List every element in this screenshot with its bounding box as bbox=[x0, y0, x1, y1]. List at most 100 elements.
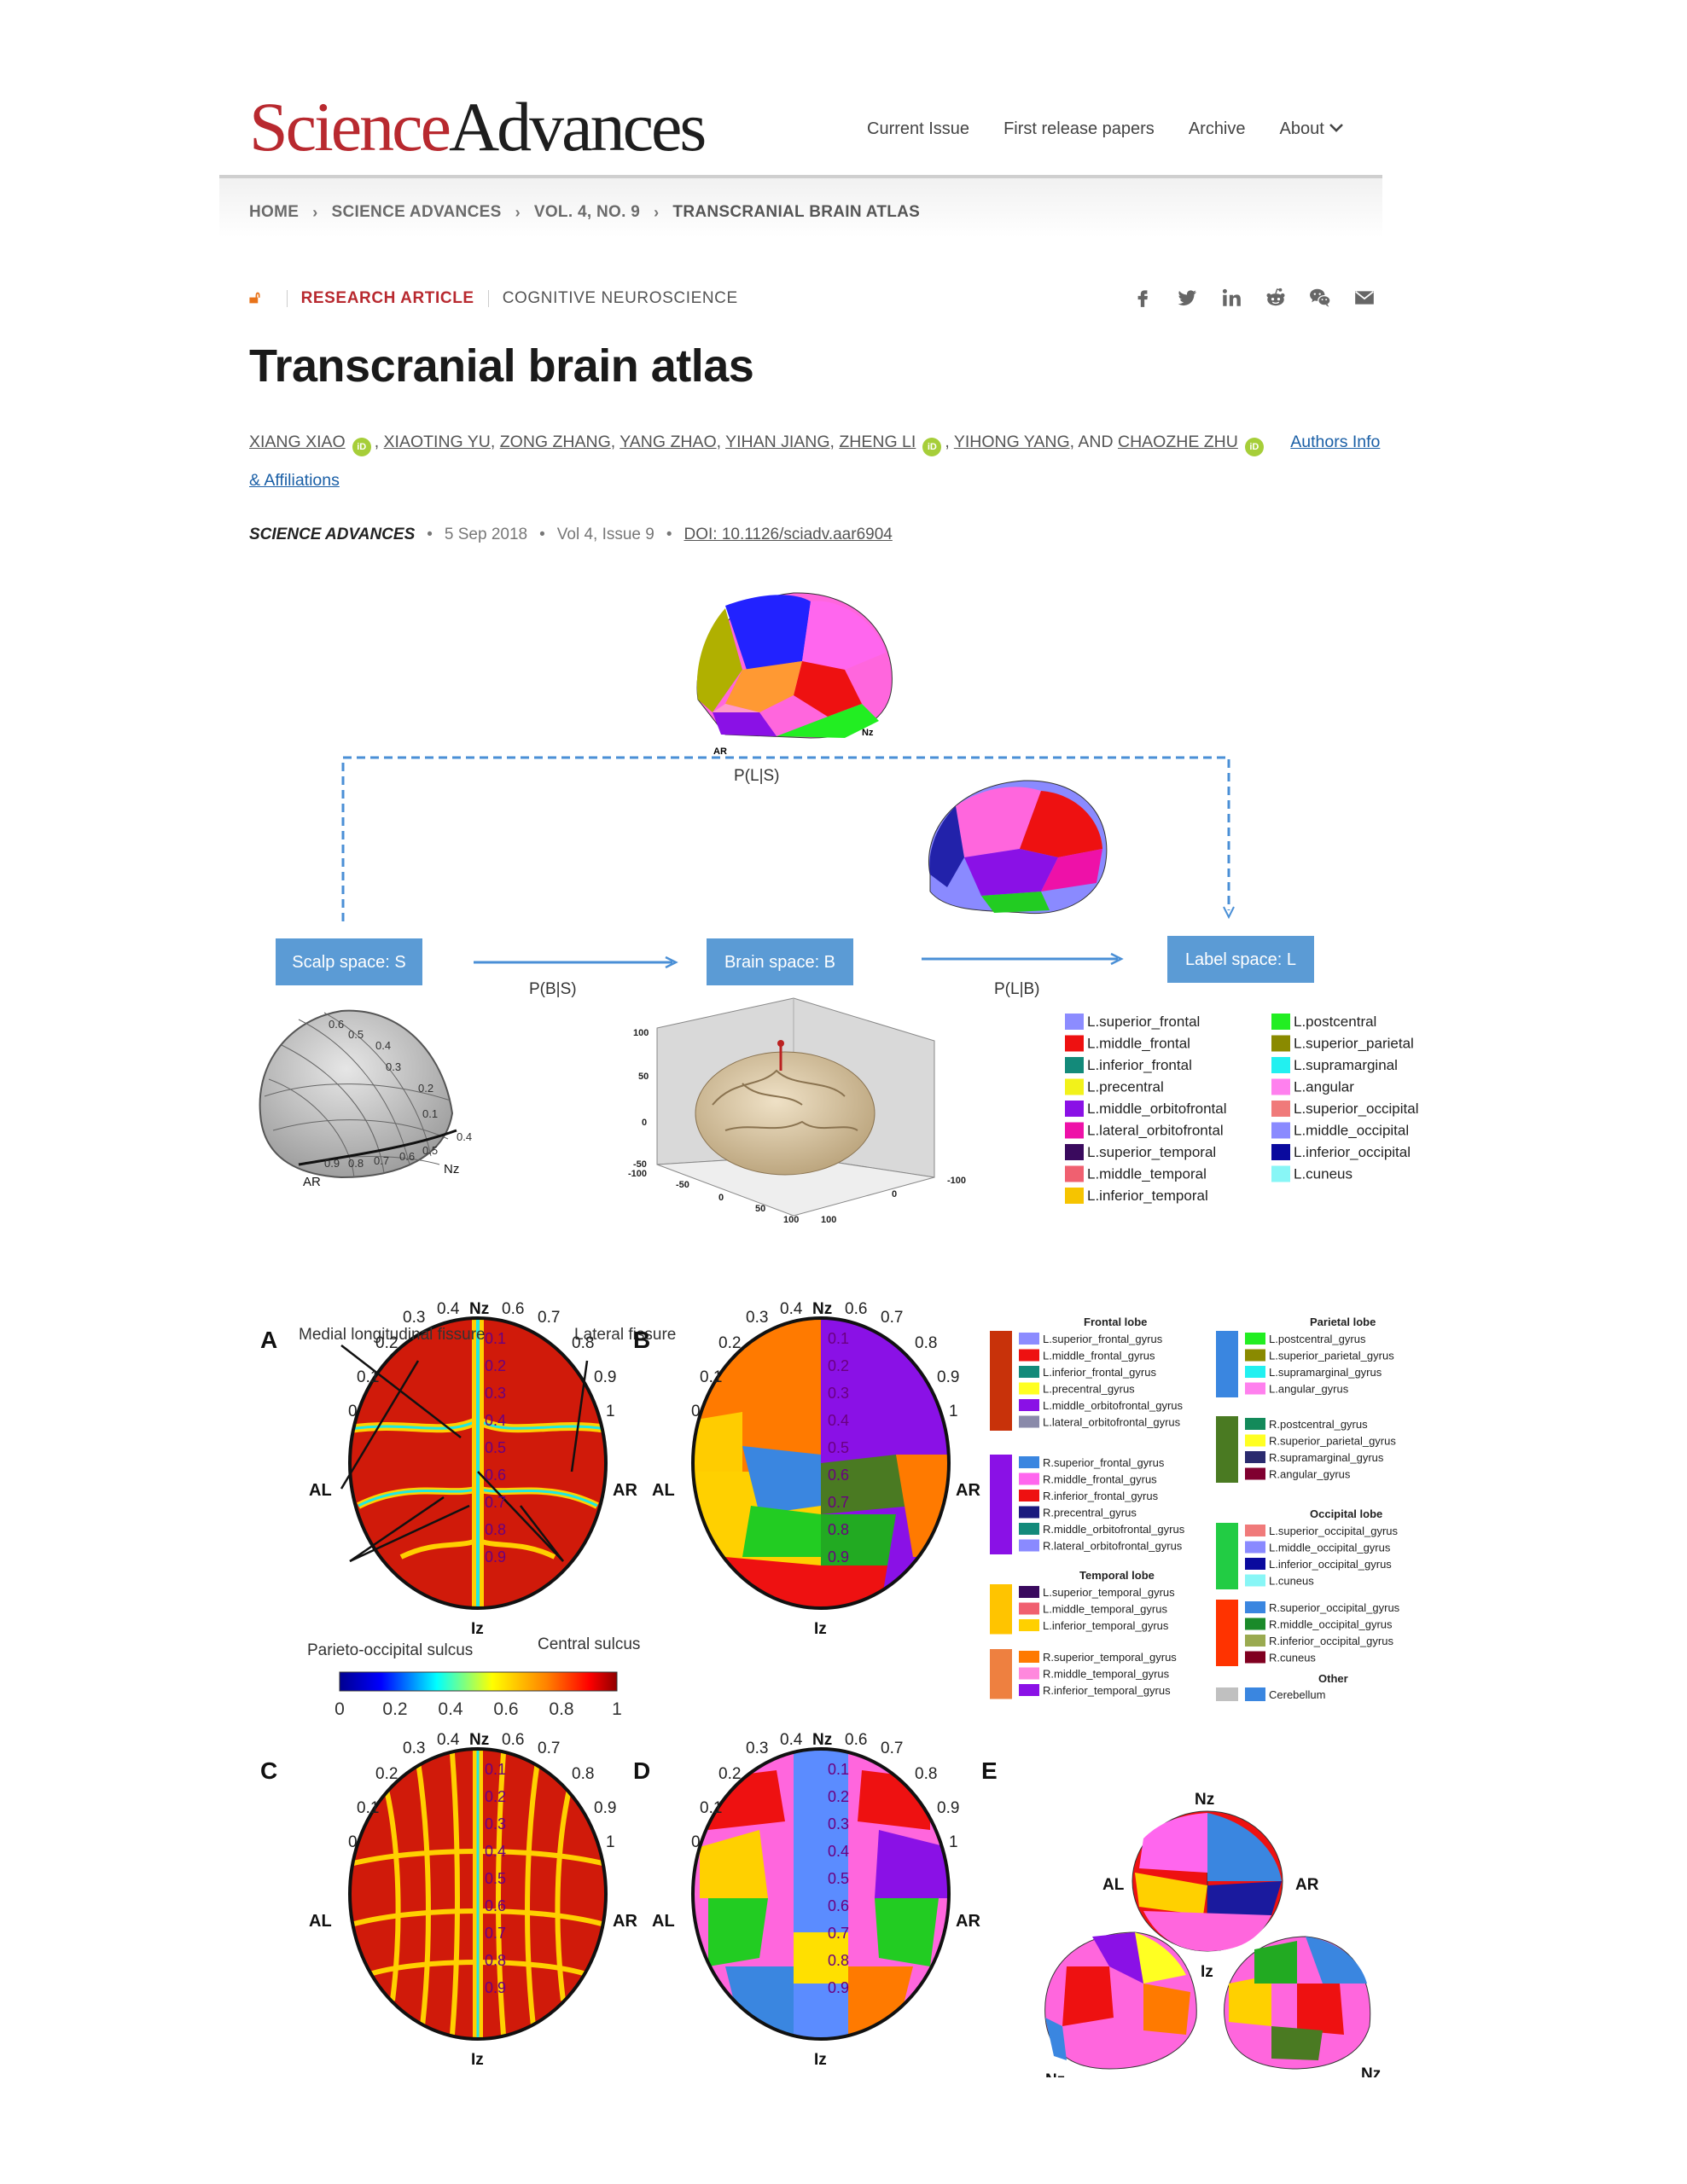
axis-tick: 0.7 bbox=[538, 1740, 560, 1757]
axis-tick: 0.2 bbox=[375, 1334, 398, 1352]
label-al: AL bbox=[1102, 1876, 1125, 1894]
author-link[interactable]: ZHENG LI bbox=[839, 433, 916, 451]
legend-label: L.middle_frontal bbox=[1087, 1036, 1190, 1052]
legend-swatch bbox=[1019, 1456, 1039, 1468]
breadcrumb-home[interactable]: HOME bbox=[249, 203, 300, 221]
email-icon[interactable] bbox=[1353, 287, 1376, 309]
axis-tick: 0.8 bbox=[485, 1952, 506, 1969]
tick: -50 bbox=[676, 1180, 689, 1190]
author-link[interactable]: CHAOZHE ZHU bbox=[1117, 433, 1238, 451]
legend-swatch bbox=[1019, 1619, 1039, 1631]
logo-advances: Advances bbox=[448, 88, 707, 166]
twitter-icon[interactable] bbox=[1176, 287, 1198, 309]
legend-swatch bbox=[1271, 1101, 1290, 1117]
legend-label: R.inferior_occipital_gyrus bbox=[1269, 1635, 1393, 1647]
label-al: AL bbox=[652, 1912, 675, 1931]
author-link[interactable]: ZONG ZHANG bbox=[499, 433, 611, 451]
nav-current-issue[interactable]: Current Issue bbox=[867, 119, 970, 138]
author-link[interactable]: XIANG XIAO bbox=[249, 433, 346, 451]
brain-space-label: Brain space: B bbox=[724, 953, 835, 972]
legend-swatch bbox=[1019, 1349, 1039, 1362]
tick: 0.5 bbox=[422, 1144, 438, 1157]
legend-swatch bbox=[1065, 1101, 1084, 1117]
legend-swatch bbox=[1245, 1651, 1265, 1664]
axis-tick: 0.9 bbox=[485, 1979, 506, 1996]
linkedin-icon[interactable] bbox=[1220, 287, 1242, 309]
legend-label: L.lateral_orbitofrontal_gyrus bbox=[1043, 1416, 1181, 1429]
axis-tick: 0.3 bbox=[403, 1309, 425, 1327]
author-link[interactable]: YIHONG YANG bbox=[953, 433, 1070, 451]
orcid-icon[interactable]: iD bbox=[922, 438, 942, 456]
tick: 0 bbox=[892, 1189, 897, 1199]
axis-tick: 0.4 bbox=[828, 1412, 849, 1429]
label-ar: AR bbox=[713, 746, 727, 757]
science-advances-logo[interactable]: ScienceAdvances bbox=[249, 92, 707, 162]
axis-tick: 0.8 bbox=[572, 1765, 594, 1783]
axis-tick: 0.4 bbox=[780, 1731, 803, 1749]
lobe-color-bar bbox=[1216, 1600, 1238, 1666]
scalp-space-label: Scalp space: S bbox=[292, 953, 405, 972]
colorbar bbox=[339, 1671, 618, 1692]
tick: 0.4 bbox=[375, 1039, 391, 1052]
authors-info-link[interactable]: Authors Info & Affiliations bbox=[249, 433, 1381, 490]
legend-swatch bbox=[1245, 1687, 1265, 1701]
scalp-space-box[interactable] bbox=[276, 938, 422, 985]
tick: 0.1 bbox=[422, 1107, 438, 1120]
legend-swatch bbox=[1245, 1618, 1265, 1630]
axis-tick: 1 bbox=[606, 1833, 615, 1851]
article-topic[interactable]: COGNITIVE NEUROSCIENCE bbox=[502, 288, 738, 307]
author-link[interactable]: YIHAN JIANG bbox=[725, 433, 830, 451]
legend-swatch bbox=[1271, 1078, 1290, 1095]
nav-about[interactable]: About bbox=[1280, 119, 1345, 139]
orcid-icon[interactable]: iD bbox=[1244, 438, 1264, 456]
author-link[interactable]: XIAOTING YU bbox=[383, 433, 491, 451]
legend-swatch bbox=[1065, 1165, 1084, 1182]
facebook-icon[interactable] bbox=[1131, 287, 1154, 309]
legend-label: Cerebellum bbox=[1269, 1688, 1325, 1701]
legend-label: L.superior_temporal_gyrus bbox=[1043, 1586, 1175, 1599]
reddit-icon[interactable] bbox=[1265, 287, 1287, 309]
legend-label: L.inferior_frontal_gyrus bbox=[1043, 1366, 1156, 1379]
label-iz: Iz bbox=[814, 1620, 827, 1638]
wechat-icon[interactable] bbox=[1309, 287, 1331, 309]
axis-tick: 0.7 bbox=[538, 1309, 560, 1327]
legend-swatch bbox=[1271, 1035, 1290, 1052]
brain-axis-ticks: 100 50 0 -50 -100 -50 0 50 100 100 0 -10… bbox=[628, 1028, 966, 1225]
axis-tick: 0.2 bbox=[828, 1788, 849, 1805]
legend-swatch bbox=[1019, 1333, 1039, 1345]
axis-tick: 0.3 bbox=[828, 1815, 849, 1833]
label-ar: AR bbox=[613, 1912, 637, 1931]
panel-e-labels: Nz AL AR Iz Nz AL AR Nz bbox=[1045, 1791, 1381, 2077]
article-figure[interactable]: Nz AR P(L|S) Scalp space: S Brain space:… bbox=[247, 567, 1451, 2077]
label-ar: AR bbox=[1295, 1876, 1319, 1894]
legend-label: R.superior_frontal_gyrus bbox=[1043, 1456, 1165, 1469]
axis-tick: 0.7 bbox=[828, 1494, 849, 1511]
tick: 0.2 bbox=[418, 1082, 433, 1095]
label-space-legend: L.superior_frontalL.middle_frontalL.infe… bbox=[1065, 1014, 1418, 1204]
legend-swatch bbox=[1019, 1523, 1039, 1535]
doi-link[interactable]: DOI: 10.1126/sciadv.aar6904 bbox=[684, 526, 893, 543]
axis-tick: 0.5 bbox=[485, 1870, 506, 1887]
tick: 50 bbox=[755, 1204, 765, 1214]
label-medial-longitudinal-fissure: Medial longitudinal fissure bbox=[299, 1326, 486, 1344]
panel-b-atlas-map bbox=[693, 1318, 949, 1608]
nav-first-release-papers[interactable]: First release papers bbox=[1003, 119, 1155, 138]
breadcrumb-science-advances[interactable]: SCIENCE ADVANCES bbox=[331, 203, 502, 221]
legend-swatch bbox=[1245, 1349, 1265, 1362]
legend-swatch bbox=[1065, 1144, 1084, 1160]
nav-archive[interactable]: Archive bbox=[1188, 119, 1246, 138]
legend-swatch bbox=[1065, 1057, 1084, 1073]
arrow-head bbox=[1110, 952, 1124, 966]
author-link[interactable]: YANG ZHAO bbox=[620, 433, 717, 451]
axis-tick: 0.3 bbox=[403, 1740, 425, 1757]
orcid-icon[interactable]: iD bbox=[352, 438, 371, 456]
legend-swatch bbox=[1065, 1035, 1084, 1052]
brain-space-box[interactable] bbox=[707, 938, 853, 985]
colorbar-tick: 0.8 bbox=[549, 1699, 573, 1719]
article-type[interactable]: RESEARCH ARTICLE bbox=[300, 288, 474, 307]
label-space-box[interactable] bbox=[1167, 936, 1314, 983]
breadcrumb-volume[interactable]: VOL. 4, NO. 9 bbox=[533, 203, 641, 221]
panel-b-outline bbox=[691, 1316, 951, 1610]
label-p-b-s: P(B|S) bbox=[529, 980, 577, 998]
